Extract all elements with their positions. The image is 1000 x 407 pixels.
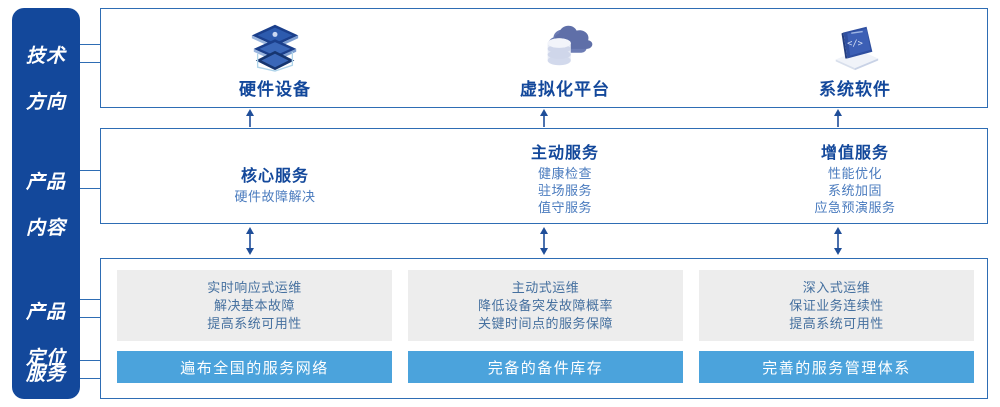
tech-item-system-software[interactable]: </> 系统软件 (725, 9, 985, 109)
content-item-core-service-line-1: 硬件故障解决 (234, 188, 316, 204)
arrow-double-core-service (246, 227, 254, 255)
content-item-value-added-service-line-3: 应急预演服务 (814, 199, 896, 215)
content-item-core-service[interactable]: 核心服务 硬件故障解决 (145, 129, 405, 225)
arrow-double-active-service (540, 227, 548, 255)
rail-label-content-line1: 产品 (25, 172, 66, 193)
positioning-card-2-line-3: 关键时间点的服务保障 (477, 315, 613, 331)
cloud-database-icon (547, 25, 593, 65)
advantage-bar-1[interactable]: 遍布全国的服务网络 (117, 351, 392, 383)
rail-label-tech-line1: 技术 (25, 46, 66, 67)
advantage-bar-3-label: 完善的服务管理体系 (762, 359, 911, 377)
positioning-card-1-line-3: 提高系统可用性 (207, 315, 302, 331)
positioning-advantage-panel: 实时响应式运维 解决基本故障 提高系统可用性 主动式运维 降低设备突发故障概率 … (100, 258, 988, 399)
arrow-up-virtualization (540, 109, 548, 127)
positioning-card-2[interactable]: 主动式运维 降低设备突发故障概率 关键时间点的服务保障 (408, 270, 683, 341)
laptop-code-icon: </> (835, 26, 879, 70)
rail-label-positioning-line1: 产品 (25, 302, 66, 323)
advantage-bar-2[interactable]: 完备的备件库存 (408, 351, 683, 383)
rail-label-content: 产品 内容 (12, 148, 80, 263)
positioning-card-1[interactable]: 实时响应式运维 解决基本故障 提高系统可用性 (117, 270, 392, 341)
content-item-active-service-line-1: 健康检查 (537, 165, 592, 181)
arrow-up-system-software (834, 109, 842, 127)
rail-label-advantage: 服务 优势 (12, 340, 80, 407)
positioning-card-2-line-2: 降低设备突发故障概率 (477, 297, 613, 313)
advantage-bar-1-label: 遍布全国的服务网络 (180, 359, 329, 377)
positioning-card-3-line-1: 深入式运维 (802, 279, 871, 295)
tech-item-virtualization[interactable]: 虚拟化平台 (435, 9, 695, 109)
technology-panel: 硬件设备 虚拟化平台 (100, 8, 988, 108)
advantage-bar-3[interactable]: 完善的服务管理体系 (699, 351, 974, 383)
tech-item-system-software-title: 系统软件 (819, 79, 891, 99)
content-item-value-added-service-line-2: 系统加固 (827, 182, 882, 198)
svg-text:</>: </> (847, 39, 863, 49)
positioning-card-1-line-1: 实时响应式运维 (207, 279, 302, 295)
rail-label-content-line2: 内容 (25, 218, 66, 239)
rail-label-advantage-line1: 服务 (25, 364, 66, 385)
rail-label-tech-line2: 方向 (25, 92, 66, 113)
tech-item-hardware-title: 硬件设备 (239, 79, 311, 99)
arrow-up-hardware (246, 109, 254, 127)
rail-label-positioning: 产品 定位 (12, 278, 80, 393)
tech-item-virtualization-title: 虚拟化平台 (520, 79, 610, 99)
content-item-active-service-title: 主动服务 (530, 144, 599, 162)
content-item-value-added-service[interactable]: 增值服务 性能优化 系统加固 应急预演服务 (725, 129, 985, 225)
server-stack-icon (251, 24, 299, 72)
rail-label-positioning-line2: 定位 (25, 348, 66, 369)
content-item-active-service-line-3: 值守服务 (537, 199, 592, 215)
content-item-active-service[interactable]: 主动服务 健康检查 驻场服务 值守服务 (435, 129, 695, 225)
advantage-bar-2-label: 完备的备件库存 (487, 359, 604, 377)
arrow-double-value-added-service (834, 227, 842, 255)
positioning-card-3[interactable]: 深入式运维 保证业务连续性 提高系统可用性 (699, 270, 974, 341)
content-item-value-added-service-line-1: 性能优化 (827, 165, 882, 181)
positioning-card-1-line-2: 解决基本故障 (213, 297, 295, 313)
tech-item-hardware[interactable]: 硬件设备 (145, 9, 405, 109)
category-rail (12, 8, 80, 399)
content-item-core-service-title: 核心服务 (240, 167, 309, 185)
content-item-value-added-service-title: 增值服务 (820, 144, 889, 162)
rail-label-tech: 技术 方向 (12, 22, 80, 137)
positioning-card-3-line-3: 提高系统可用性 (789, 315, 884, 331)
product-content-panel: 核心服务 硬件故障解决 主动服务 健康检查 驻场服务 值守服务 增值服务 性能优… (100, 128, 988, 224)
positioning-card-2-line-1: 主动式运维 (511, 279, 580, 295)
positioning-card-3-line-2: 保证业务连续性 (789, 297, 884, 313)
content-item-active-service-line-2: 驻场服务 (537, 182, 592, 198)
